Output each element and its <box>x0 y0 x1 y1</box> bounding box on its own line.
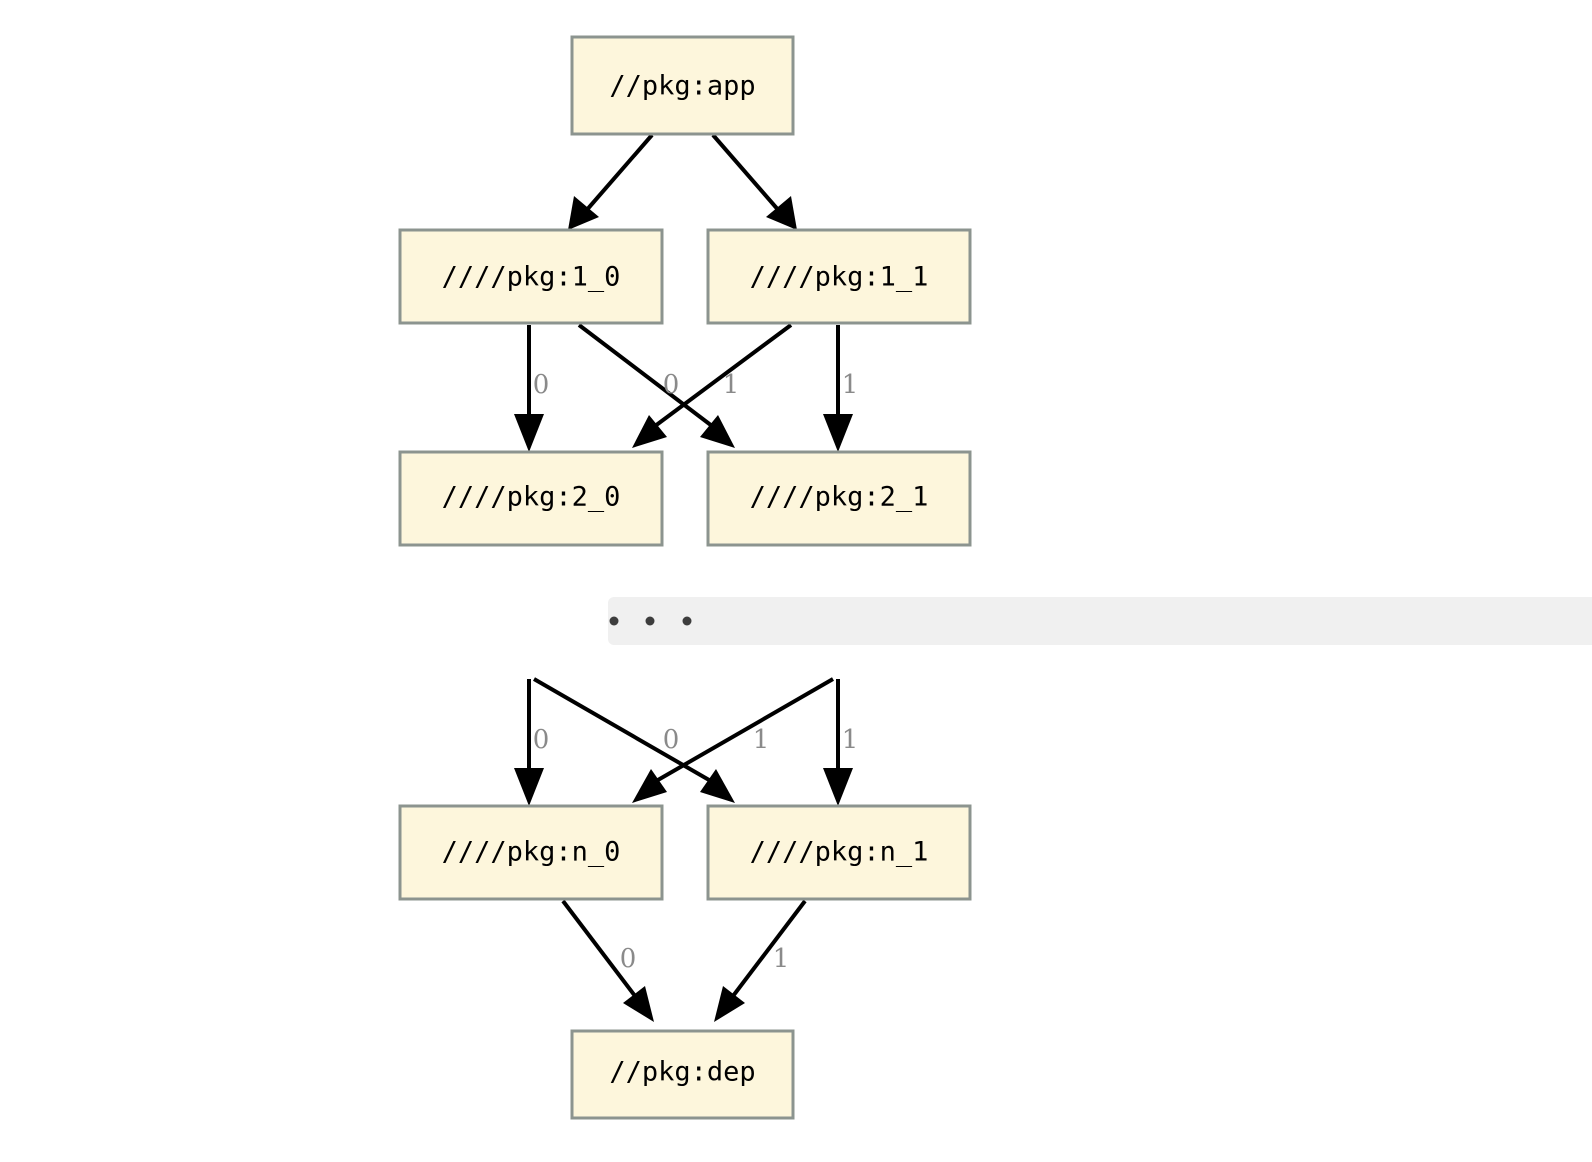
node-1_0[interactable]: ////pkg:1_0 <box>398 228 664 325</box>
node-label: ////pkg:n_0 <box>442 837 621 868</box>
node-2_1[interactable]: ////pkg:2_1 <box>706 450 972 547</box>
node-box[interactable] <box>570 1029 795 1120</box>
node-dep[interactable]: //pkg:dep <box>570 1029 795 1120</box>
node-label: //pkg:app <box>609 71 755 102</box>
node-n_1[interactable]: ////pkg:n_1 <box>706 804 972 901</box>
edge-1_0-to-2_0: 0 <box>514 325 549 452</box>
edge-label: 1 <box>842 725 859 755</box>
edge-1_1-to-2_0: 1 <box>632 323 793 448</box>
edge-label: 0 <box>663 370 680 400</box>
node-app[interactable]: //pkg:app <box>570 35 795 136</box>
ellipsis-band <box>608 597 1592 645</box>
ellipsis-dot <box>645 616 655 626</box>
edge-label: 1 <box>723 370 740 400</box>
edge-omitted-to-n_1-diagonal: 0 <box>533 677 735 803</box>
node-label: ////pkg:1_0 <box>442 262 621 293</box>
edge-1_0-to-2_1: 0 <box>577 323 735 448</box>
node-label: ////pkg:2_1 <box>750 482 929 513</box>
node-box[interactable] <box>398 228 664 325</box>
edge-omitted-to-n_1-straight: 1 <box>823 679 858 806</box>
edge-app-to-1_0 <box>568 133 654 230</box>
edge-label: 1 <box>773 944 790 974</box>
node-label: ////pkg:1_1 <box>750 262 929 293</box>
node-label: ////pkg:2_0 <box>442 482 621 513</box>
edge-omitted-to-n_0-straight: 0 <box>514 679 549 806</box>
edge-omitted-to-n_0-diagonal: 1 <box>632 677 834 803</box>
node-n_0[interactable]: ////pkg:n_0 <box>398 804 664 901</box>
edge-label: 0 <box>533 370 550 400</box>
node-box[interactable] <box>706 228 972 325</box>
node-box[interactable] <box>398 804 664 901</box>
node-box[interactable] <box>570 35 795 136</box>
ellipsis-dot <box>609 616 619 626</box>
node-box[interactable] <box>706 450 972 547</box>
edge-label: 1 <box>842 370 859 400</box>
edge-n_1-to-dep: 1 <box>714 899 807 1022</box>
truncated-content-indicator <box>608 597 1592 645</box>
node-box[interactable] <box>398 450 664 547</box>
edge-label: 0 <box>663 725 680 755</box>
edge-label: 0 <box>533 725 550 755</box>
ellipsis-dot <box>682 616 692 626</box>
node-box[interactable] <box>706 804 972 901</box>
node-label: ////pkg:n_1 <box>750 837 929 868</box>
edge-label: 0 <box>620 944 637 974</box>
edge-app-to-1_1 <box>711 133 797 230</box>
node-2_0[interactable]: ////pkg:2_0 <box>398 450 664 547</box>
edge-1_1-to-2_1: 1 <box>823 325 858 452</box>
edge-n_0-to-dep: 0 <box>561 899 654 1022</box>
node-label: //pkg:dep <box>609 1057 755 1088</box>
edge-label: 1 <box>753 725 770 755</box>
node-1_1[interactable]: ////pkg:1_1 <box>706 228 972 325</box>
